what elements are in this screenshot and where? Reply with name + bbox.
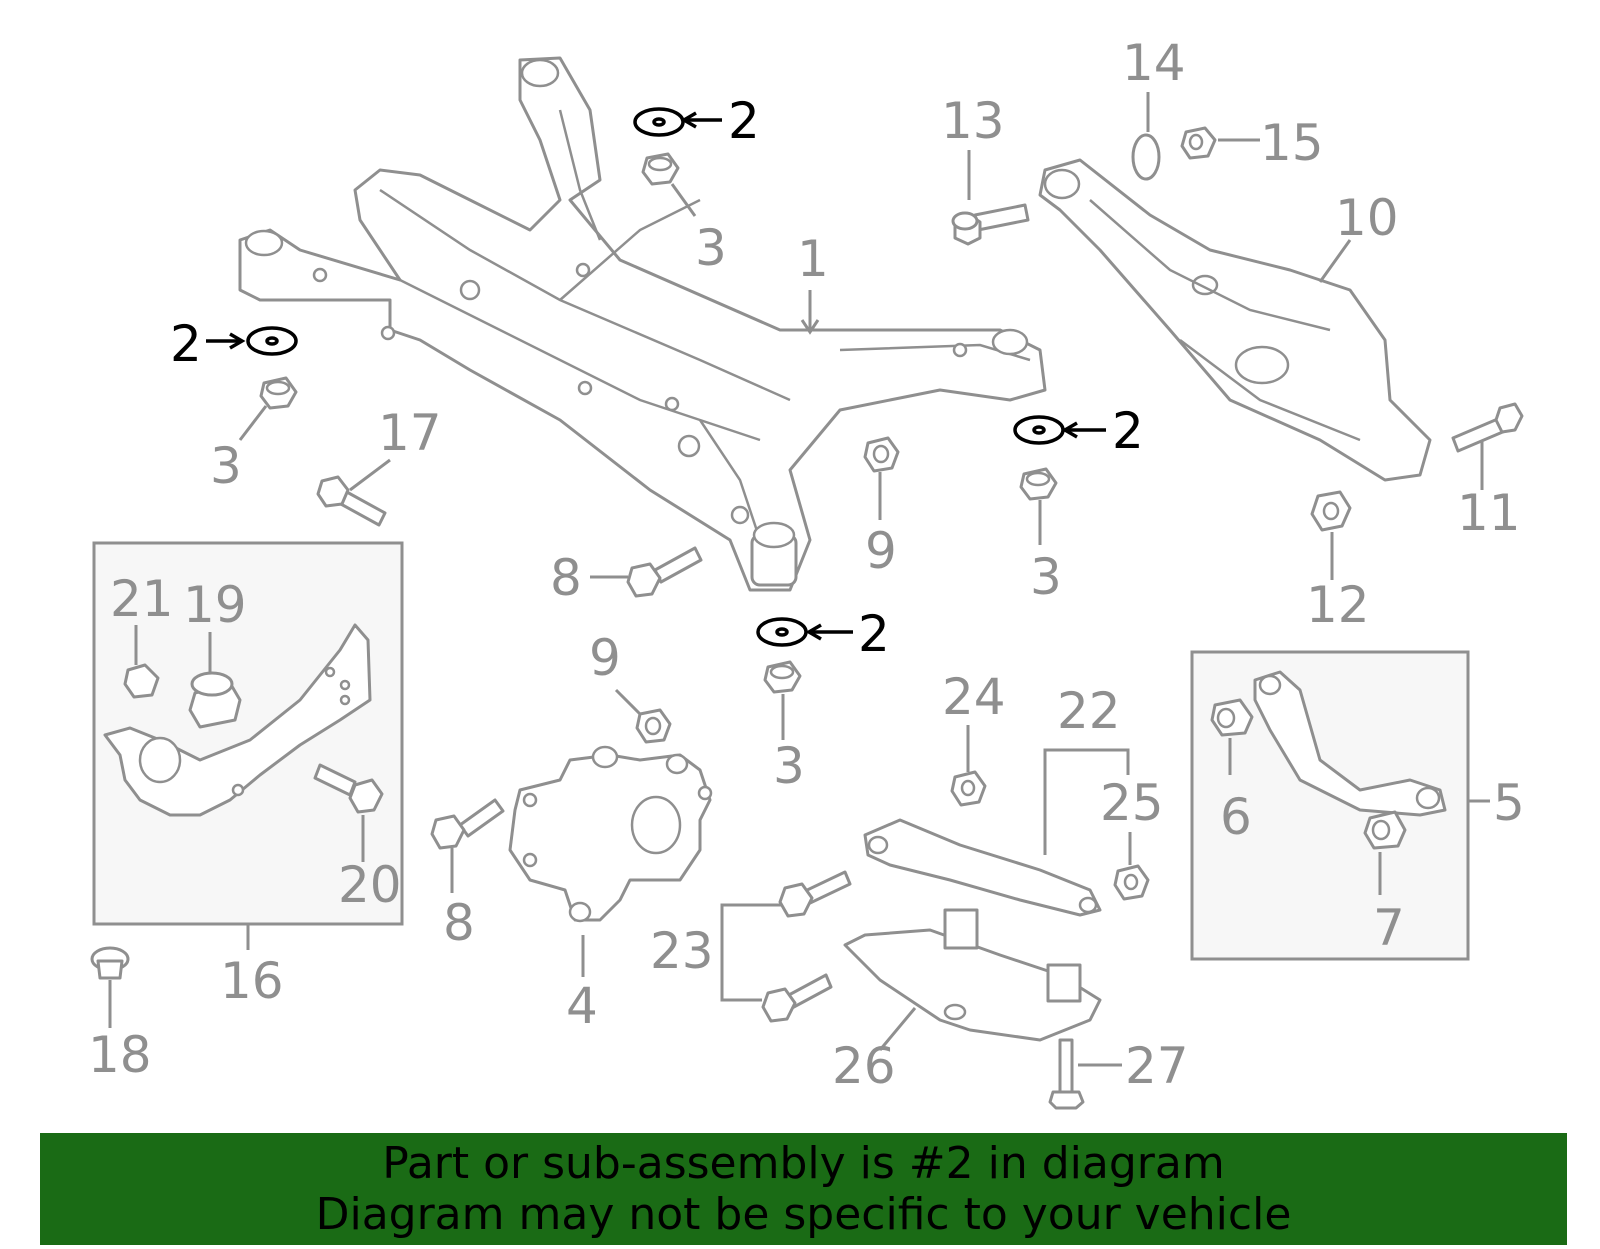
nut-24 [950,770,987,807]
callout-8-upper: 8 [550,549,582,607]
bolt-13 [951,203,1030,246]
nut-21 [123,663,160,699]
leader-lines-highlight [206,111,1106,641]
trailing-arm [103,623,372,817]
callout-25: 25 [1100,774,1164,832]
washer-2-top [633,107,685,137]
info-banner: Part or sub-assembly is #2 in diagram Di… [40,1133,1567,1245]
upper-arm-5 [1253,670,1447,817]
callout-labels: 1 2 2 2 2 3 3 3 3 4 5 6 7 8 8 9 9 10 11 … [88,34,1525,1095]
bushing-6 [1210,698,1254,737]
callout-22: 22 [1057,682,1121,740]
lateral-link-22 [863,818,1102,917]
callout-20: 20 [338,856,402,914]
callout-7: 7 [1373,899,1405,957]
bolt-23-upper [778,870,852,918]
callout-2-top: 2 [728,92,760,150]
knuckle-4 [508,745,713,923]
nut-9-lower [635,708,672,744]
callout-23: 23 [650,922,714,980]
nut-3-right [1019,467,1058,501]
callout-15: 15 [1260,114,1324,172]
callout-3-left: 3 [210,437,242,495]
callout-21: 21 [110,570,174,628]
nut-3-top [641,152,680,186]
callout-27: 27 [1125,1037,1189,1095]
bolt-23-lower [761,973,833,1023]
callout-14: 14 [1122,34,1186,92]
washer-2-bottom [756,617,808,647]
callout-16: 16 [220,952,284,1010]
nut-25 [1113,864,1150,901]
lower-control-arm [1038,158,1432,482]
nut-12 [1310,490,1352,532]
bolt-17 [316,475,387,527]
shield-26 [843,908,1102,1042]
banner-line-2: Diagram may not be specific to your vehi… [315,1189,1292,1240]
callout-17: 17 [378,404,442,462]
callout-1: 1 [797,230,829,288]
callout-9-lower: 9 [589,629,621,687]
callout-13: 13 [941,92,1005,150]
bushing-7 [1363,810,1407,850]
nut-18 [90,946,130,980]
callout-9-upper: 9 [865,522,897,580]
nut-3-left [259,376,298,410]
callout-3-bottom: 3 [773,737,805,795]
callout-2-right: 2 [1112,402,1144,460]
leader-lines [108,92,1490,1067]
callout-26: 26 [832,1037,896,1095]
bolt-11 [1451,402,1524,453]
callout-24: 24 [942,668,1006,726]
nut-3-bottom [763,660,802,694]
crossmember-subframe [238,56,1047,592]
nut-15 [1180,126,1217,160]
bolt-8-lower [430,798,505,850]
callout-3-right: 3 [1030,548,1062,606]
banner-line-1: Part or sub-assembly is #2 in diagram [382,1138,1225,1189]
callout-10: 10 [1335,189,1399,247]
bolt-27 [1048,1038,1085,1110]
nut-9-upper [863,436,900,473]
washer-2-left [246,326,298,356]
callout-12: 12 [1306,576,1370,634]
washer-14 [1131,133,1161,181]
callout-3-top: 3 [695,219,727,277]
callout-11: 11 [1457,484,1521,542]
washer-2-right [1013,415,1065,445]
bushing-19 [188,671,242,729]
callout-18: 18 [88,1026,152,1084]
callout-4: 4 [566,977,598,1035]
callout-6: 6 [1220,788,1252,846]
callout-2-left: 2 [170,315,202,373]
callout-19: 19 [183,576,247,634]
callout-8-lower: 8 [443,894,475,952]
bolt-8-upper [626,546,703,598]
callout-5: 5 [1493,774,1525,832]
callout-2-bottom: 2 [858,605,890,663]
bolt-20 [313,763,384,814]
